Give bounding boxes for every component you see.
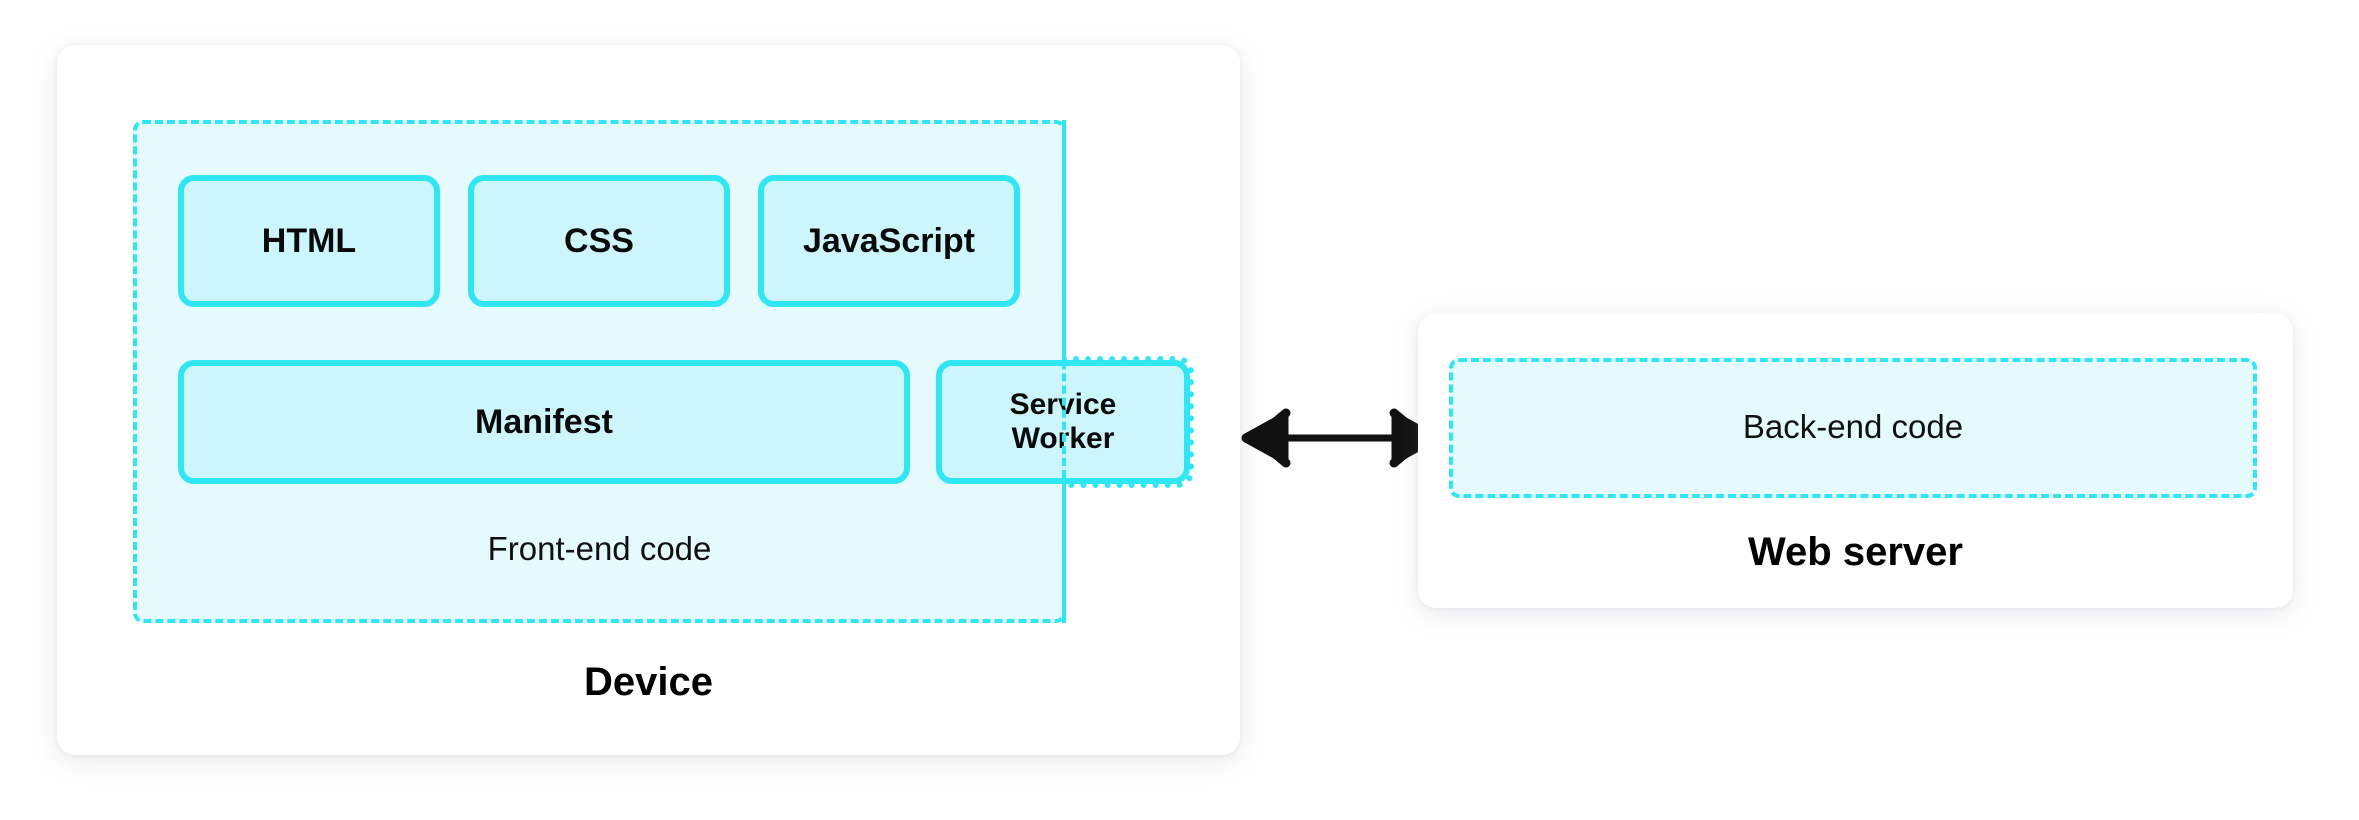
- device-title: Device: [584, 660, 713, 704]
- back-end-code-caption: Back-end code: [1742, 408, 1964, 445]
- front-end-code-caption: Front-end code: [487, 530, 712, 567]
- manifest-box[interactable]: Manifest: [178, 360, 910, 484]
- web-server-title: Web server: [1748, 530, 1963, 574]
- css-box[interactable]: CSS: [468, 175, 730, 307]
- service-worker-label-line2: Worker: [1011, 422, 1115, 455]
- html-box-label: HTML: [261, 221, 357, 260]
- bidirectional-arrow-icon: [1241, 408, 1439, 468]
- css-box-label: CSS: [564, 221, 634, 260]
- back-end-code-region: [1449, 358, 2257, 498]
- html-box[interactable]: HTML: [178, 175, 440, 307]
- javascript-box[interactable]: JavaScript: [758, 175, 1020, 307]
- service-worker-label-line1: Service: [1009, 388, 1117, 422]
- service-worker-box-label: Service Worker: [1010, 388, 1117, 455]
- manifest-box-label: Manifest: [475, 402, 613, 441]
- javascript-box-label: JavaScript: [803, 221, 975, 260]
- service-worker-box[interactable]: Service Worker: [936, 360, 1190, 484]
